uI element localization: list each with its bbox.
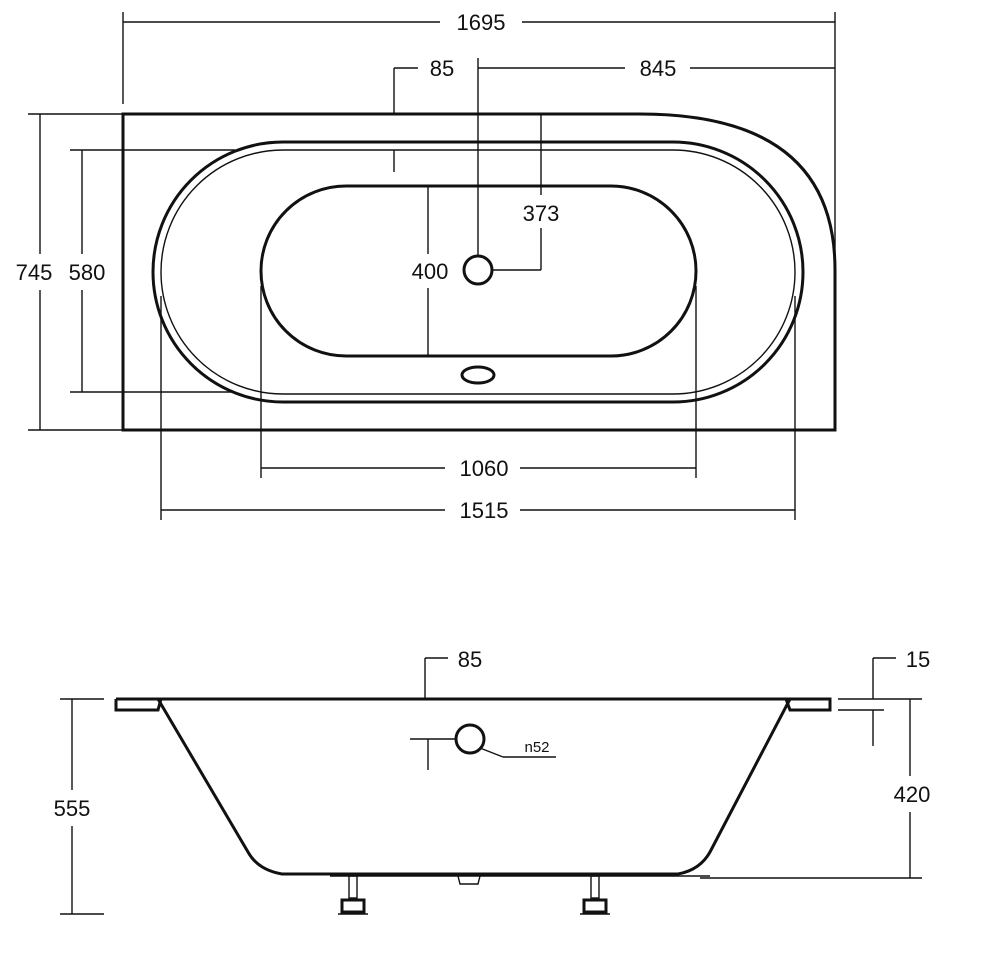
foot-left (338, 875, 368, 915)
dim-label-420: 420 (894, 782, 931, 807)
dim-label-400: 400 (412, 259, 449, 284)
side-view: n52 85 15 555 420 (54, 647, 931, 915)
drain-nub (457, 875, 481, 885)
dim-label-1515: 1515 (460, 498, 509, 523)
waste-circle (462, 254, 494, 286)
dim-label-15: 15 (906, 647, 930, 672)
dim-label-85-side: 85 (458, 647, 482, 672)
dim-label-555: 555 (54, 796, 91, 821)
overflow-leader (479, 747, 504, 758)
foot-right (580, 875, 610, 915)
dim-label-580: 580 (69, 260, 106, 285)
dim-label-373: 373 (523, 201, 560, 226)
dim-label-745: 745 (16, 260, 53, 285)
dim-label-n52: n52 (524, 739, 549, 756)
overflow-oval (460, 365, 496, 385)
tub-outer-outline (121, 112, 837, 432)
dim-label-85-top: 85 (430, 56, 454, 81)
dim-label-1060: 1060 (460, 456, 509, 481)
tub-body-profile (156, 698, 792, 876)
overflow-circle (454, 723, 486, 755)
rim-profile (114, 697, 832, 712)
dim-label-845: 845 (640, 56, 677, 81)
top-view: 1695 85 845 373 400 745 580 (16, 10, 837, 523)
dim-label-1695: 1695 (457, 10, 506, 35)
